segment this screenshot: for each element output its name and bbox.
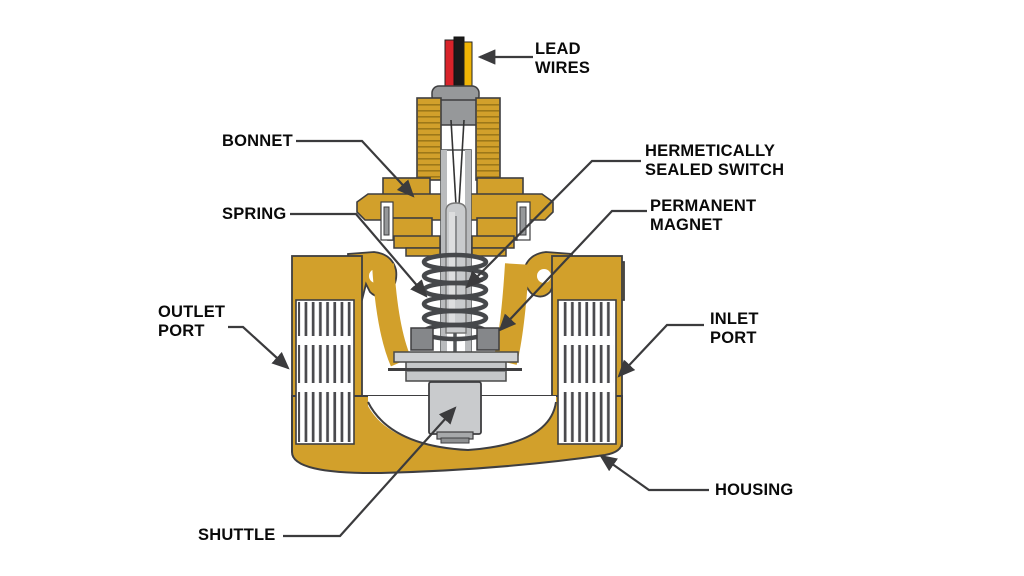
outlet-port-threads bbox=[295, 299, 355, 445]
label-housing: HOUSING bbox=[715, 481, 794, 499]
red-wire bbox=[444, 39, 455, 91]
label-shuttle: SHUTTLE bbox=[198, 526, 276, 544]
leader-inlet-port bbox=[617, 323, 704, 378]
leader-housing bbox=[599, 454, 709, 492]
label-bonnet: BONNET bbox=[222, 132, 293, 150]
leader-lines bbox=[228, 49, 709, 538]
leader-bonnet bbox=[296, 139, 415, 198]
yellow-wire bbox=[463, 41, 473, 91]
label-lead-wires: LEAD WIRES bbox=[535, 40, 591, 77]
switch-lead-rods bbox=[450, 119, 465, 206]
spring-graphic bbox=[421, 252, 489, 342]
leader-spring bbox=[290, 212, 428, 298]
shuttle-graphic bbox=[428, 381, 482, 444]
black-wire bbox=[453, 36, 465, 91]
magnet-left bbox=[410, 327, 434, 351]
label-inlet-port: INLET PORT bbox=[710, 310, 759, 347]
label-outlet-port: OUTLET PORT bbox=[158, 303, 226, 340]
right-arm-curl bbox=[537, 269, 551, 283]
leader-shuttle bbox=[283, 406, 457, 538]
pivot-pin bbox=[388, 368, 522, 371]
label-hermetically-sealed-switch: HERMETICALLY SEALED SWITCH bbox=[645, 142, 785, 179]
label-spring: SPRING bbox=[222, 205, 287, 223]
inlet-port-threads bbox=[557, 299, 617, 445]
bonnet-lower-steps bbox=[393, 235, 515, 257]
left-wall bbox=[372, 263, 412, 367]
magnet-right bbox=[476, 327, 500, 351]
leader-switch bbox=[465, 159, 641, 289]
label-permanent-magnet: PERMANENT MAGNET bbox=[650, 197, 757, 234]
lead-wires-graphic bbox=[444, 36, 473, 91]
seat-flange bbox=[388, 351, 522, 382]
chamber-inner-edge bbox=[367, 401, 557, 452]
leader-magnet bbox=[498, 209, 647, 332]
leader-outlet-port bbox=[228, 325, 290, 370]
